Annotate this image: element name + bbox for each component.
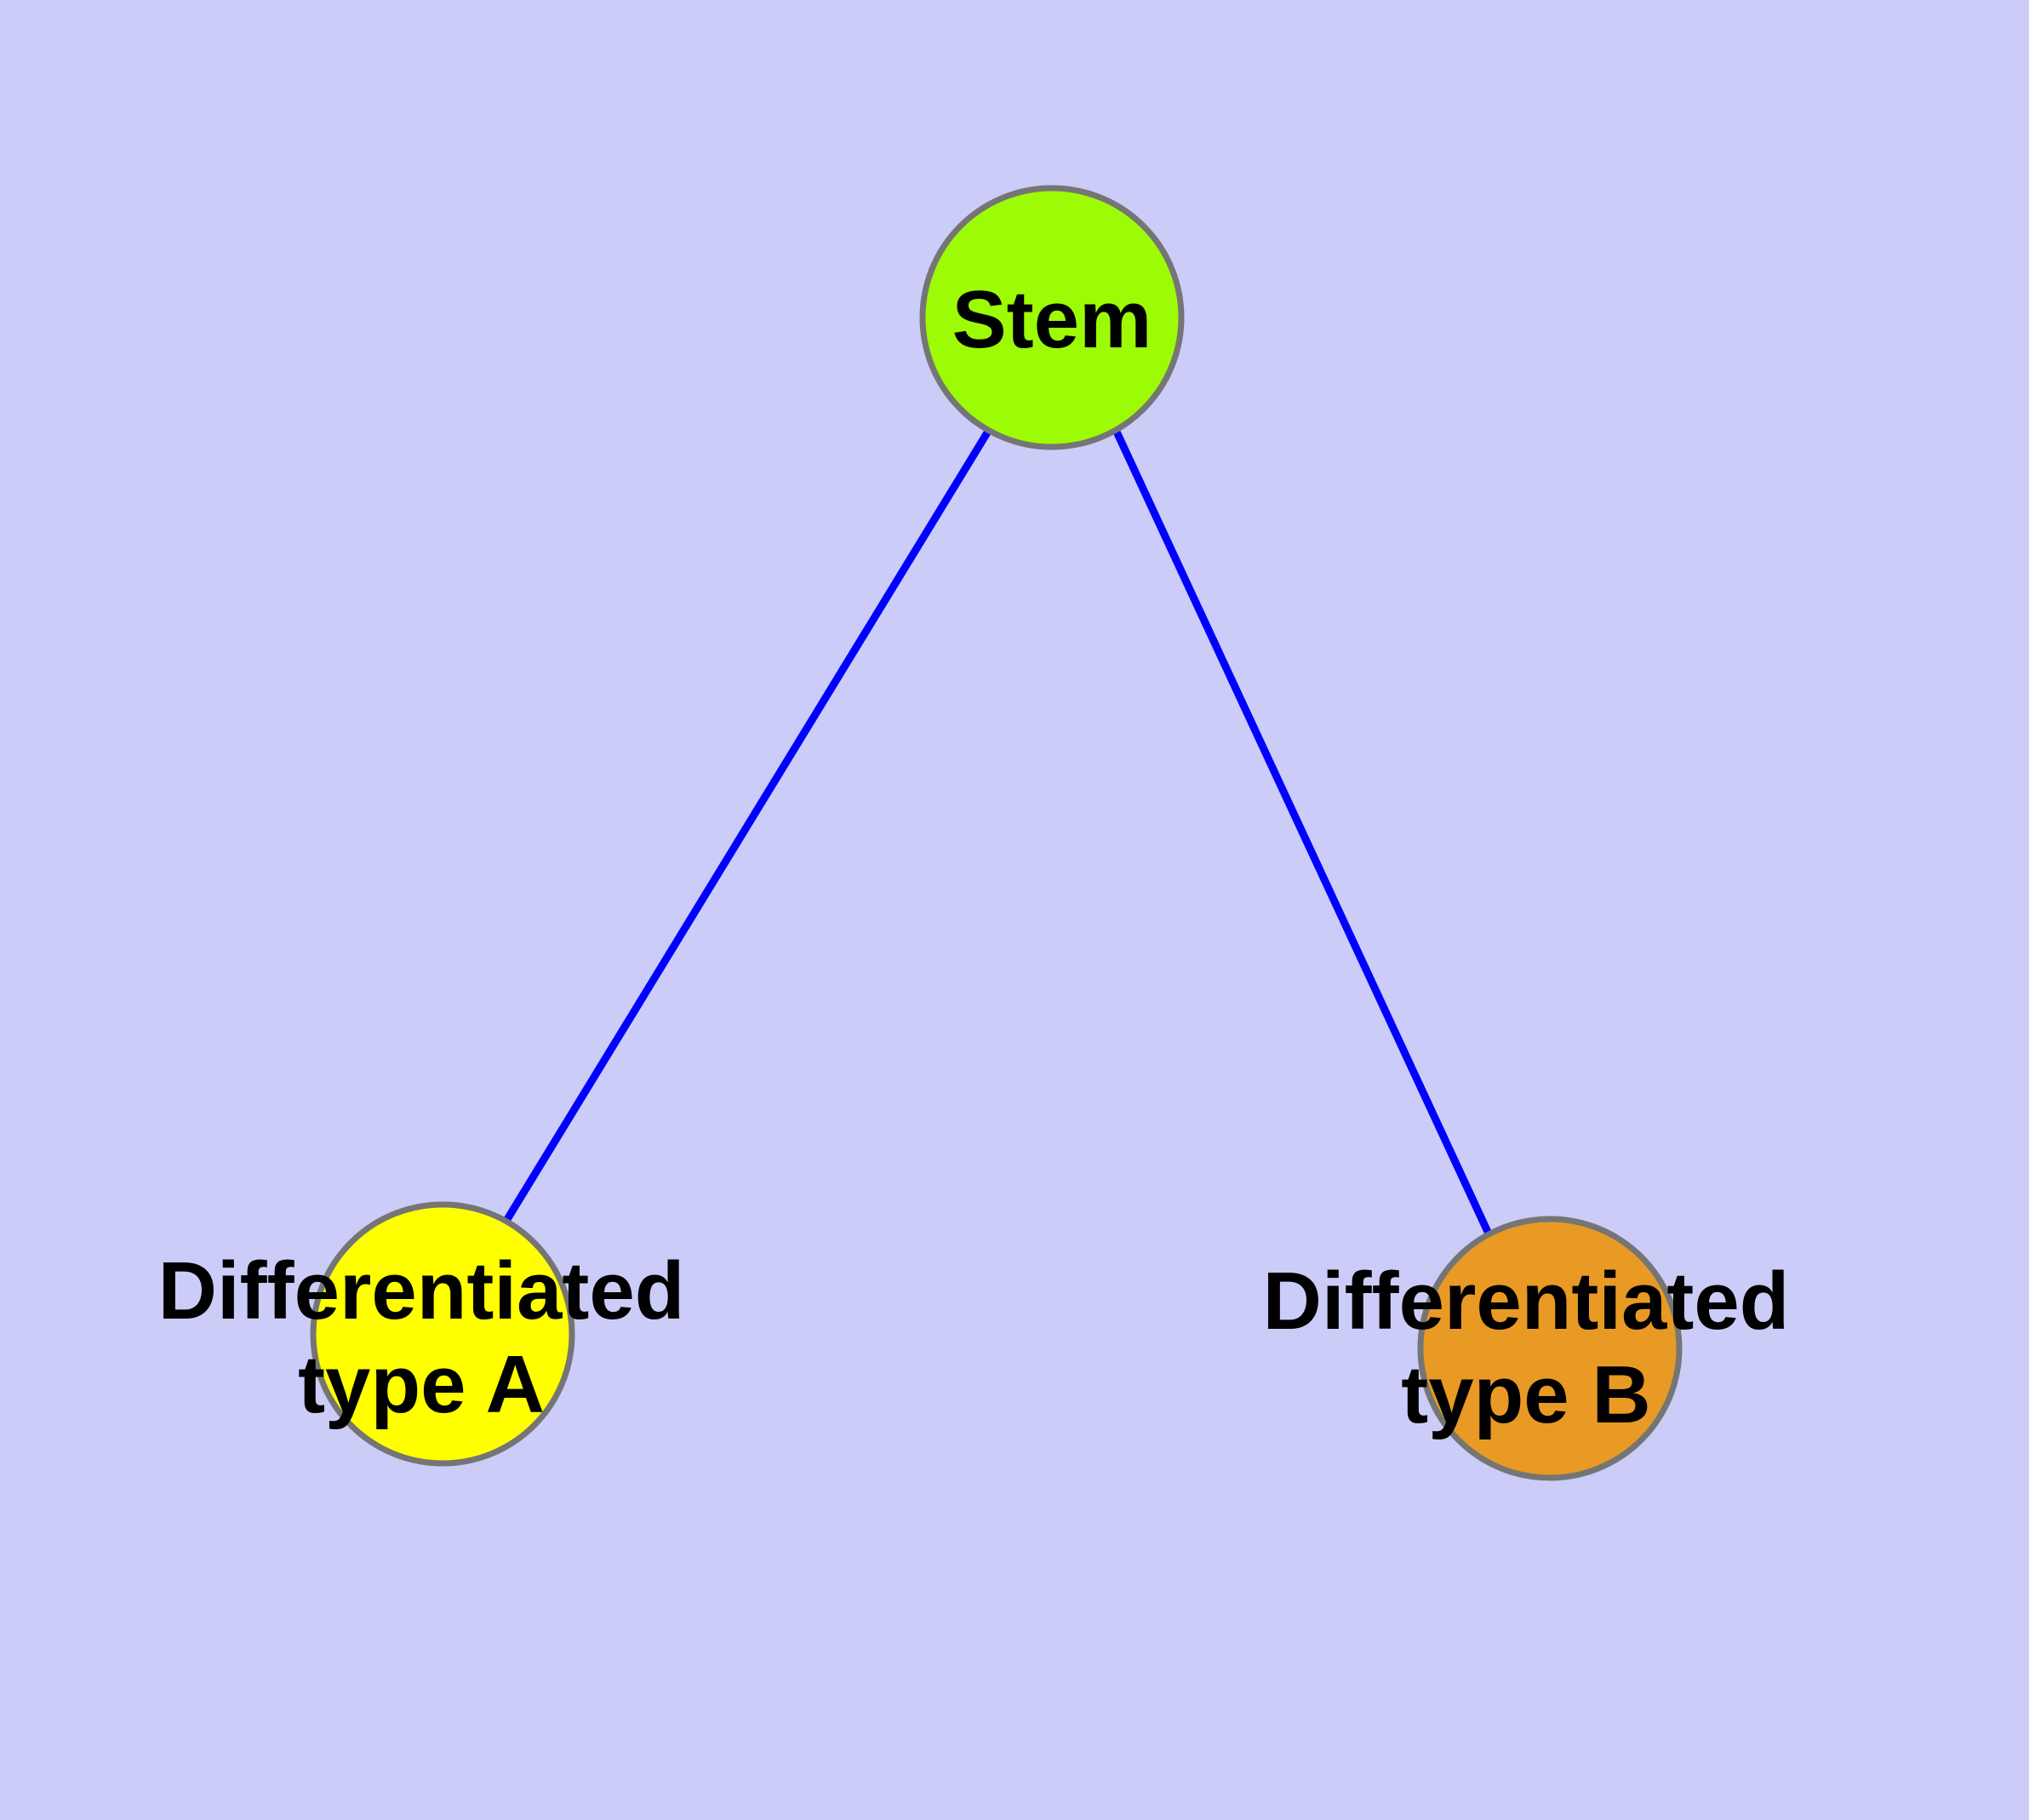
- node-layer: Stem Differentiated type A Differentiate…: [158, 185, 1790, 1481]
- node-stem[interactable]: Stem: [919, 185, 1185, 450]
- node-differentiated-type-a-label-line2: type A: [298, 1339, 545, 1430]
- edge-stem-to-differentiated-type-b[interactable]: [1112, 428, 1492, 1233]
- node-differentiated-type-a-label-line1: Differentiated: [158, 1245, 685, 1336]
- node-stem-label: Stem: [952, 274, 1152, 365]
- node-differentiated-type-b-circle[interactable]: [1417, 1216, 1683, 1481]
- node-stem-circle[interactable]: [919, 185, 1185, 450]
- node-differentiated-type-b-label-line2: type B: [1401, 1349, 1650, 1440]
- node-differentiated-type-a[interactable]: Differentiated type A: [158, 1201, 685, 1467]
- edge-stem-to-differentiated-type-a[interactable]: [503, 427, 992, 1223]
- edge-layer: [503, 427, 1492, 1233]
- node-differentiated-type-a-circle[interactable]: [310, 1201, 575, 1467]
- node-differentiated-type-b-label-line1: Differentiated: [1263, 1256, 1790, 1347]
- node-differentiated-type-b[interactable]: Differentiated type B: [1263, 1216, 1790, 1481]
